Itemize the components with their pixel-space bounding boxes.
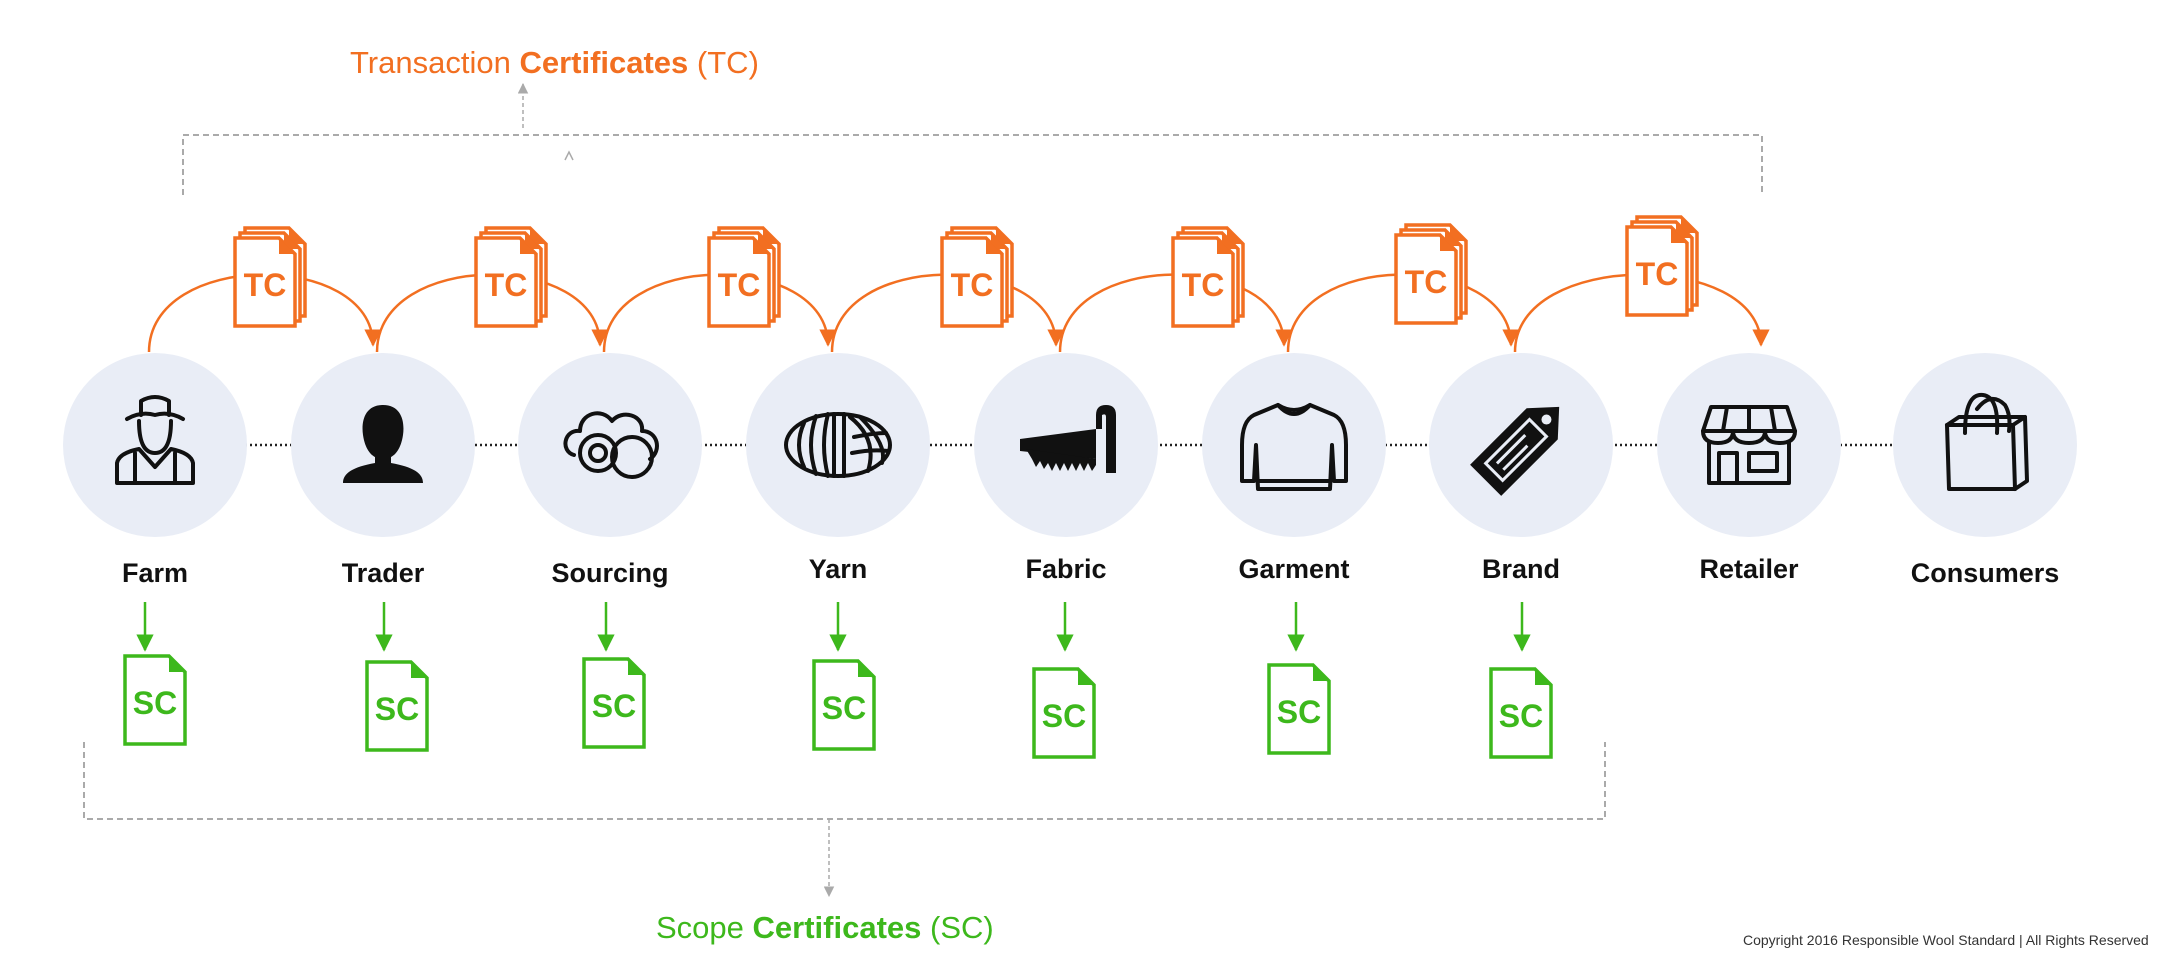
fabric-comb-icon	[1020, 405, 1116, 473]
stage-node-circle	[1202, 353, 1386, 537]
tc-heading-main: Certificates	[519, 45, 689, 80]
sc-document-icon: SC	[582, 657, 646, 749]
sc-document-icon-label: SC	[822, 690, 866, 726]
tc-document-icon-label: TC	[1182, 267, 1225, 303]
stage-label-yarn: Yarn	[808, 554, 868, 584]
sweater-icon	[1240, 403, 1348, 491]
tc-bracket-tick	[564, 150, 574, 161]
tc-document-icon-label: TC	[244, 267, 287, 303]
stage-label-consumers: Consumers	[1910, 558, 2060, 588]
stage-node-circle	[63, 353, 247, 537]
tc-bracket	[182, 134, 1763, 195]
stage-label-sourcing: Sourcing	[551, 558, 669, 588]
stage-node-circle	[746, 353, 930, 537]
tc-document-icon-label: TC	[951, 267, 994, 303]
stage-label-fabric: Fabric	[1025, 554, 1107, 584]
sc-document-icon-label: SC	[133, 685, 177, 721]
stage-label-trader: Trader	[341, 558, 425, 588]
sc-bracket	[83, 742, 1606, 820]
tc-document-icon: TC	[474, 226, 548, 328]
wool-cloud-icon	[563, 411, 659, 479]
sc-document-icon: SC	[365, 660, 429, 752]
tc-heading-prefix: Transaction	[350, 45, 511, 80]
yarn-ball-icon	[784, 412, 892, 478]
stage-node-consumers	[1893, 353, 2077, 537]
tc-document-icon: TC	[233, 226, 307, 328]
stage-node-circle	[518, 353, 702, 537]
stage-label-retailer: Retailer	[1699, 554, 1799, 584]
stage-node-farm	[63, 353, 247, 537]
storefront-icon	[1701, 405, 1797, 485]
shopping-bag-icon	[1945, 392, 2029, 491]
sc-document-icon-label: SC	[1499, 698, 1543, 734]
person-silhouette-icon	[343, 405, 423, 483]
farmer-icon	[115, 395, 195, 485]
tc-document-icon: TC	[707, 226, 781, 328]
stage-label-brand: Brand	[1481, 554, 1560, 584]
stage-label-garment: Garment	[1238, 554, 1350, 584]
sc-heading-prefix: Scope	[656, 910, 744, 945]
stage-node-circle	[1893, 353, 2077, 537]
sc-heading-suffix: (SC)	[930, 910, 994, 945]
stage-node-garment	[1202, 353, 1386, 537]
stage-node-fabric	[974, 353, 1158, 537]
sc-document-icon: SC	[1267, 663, 1331, 755]
stage-node-trader	[291, 353, 475, 537]
transaction-certificates-heading: Transaction Certificates (TC)	[350, 47, 759, 78]
tc-document-icon: TC	[1625, 215, 1699, 317]
sc-heading-main: Certificates	[752, 910, 922, 945]
tc-document-icon-label: TC	[1405, 264, 1448, 300]
sc-document-icon: SC	[123, 654, 187, 746]
stage-label-farm: Farm	[121, 558, 189, 588]
stage-node-sourcing	[518, 353, 702, 537]
sc-document-icon: SC	[812, 659, 876, 751]
price-tag-icon	[1470, 406, 1560, 496]
tc-document-icon-label: TC	[718, 267, 761, 303]
scope-certificates-heading: Scope Certificates (SC)	[656, 912, 994, 943]
stage-nodes	[63, 353, 2077, 537]
sc-document-icon-label: SC	[1277, 694, 1321, 730]
copyright-notice: Copyright 2016 Responsible Wool Standard…	[1743, 932, 2149, 948]
tc-document-icon-label: TC	[1636, 256, 1679, 292]
sc-document-icon-label: SC	[375, 691, 419, 727]
tc-document-icon: TC	[940, 226, 1014, 328]
sc-document-icon: SC	[1489, 667, 1553, 759]
tc-heading-suffix: (TC)	[696, 45, 759, 80]
stage-node-retailer	[1657, 353, 1841, 537]
tc-document-icon-label: TC	[485, 267, 528, 303]
tc-document-icon: TC	[1394, 223, 1468, 325]
sc-document-icon-label: SC	[592, 688, 636, 724]
stage-node-brand	[1429, 353, 1613, 537]
sc-document-icon: SC	[1032, 667, 1096, 759]
sc-document-icon-label: SC	[1042, 698, 1086, 734]
stage-node-yarn	[746, 353, 930, 537]
tc-document-icon: TC	[1171, 226, 1245, 328]
